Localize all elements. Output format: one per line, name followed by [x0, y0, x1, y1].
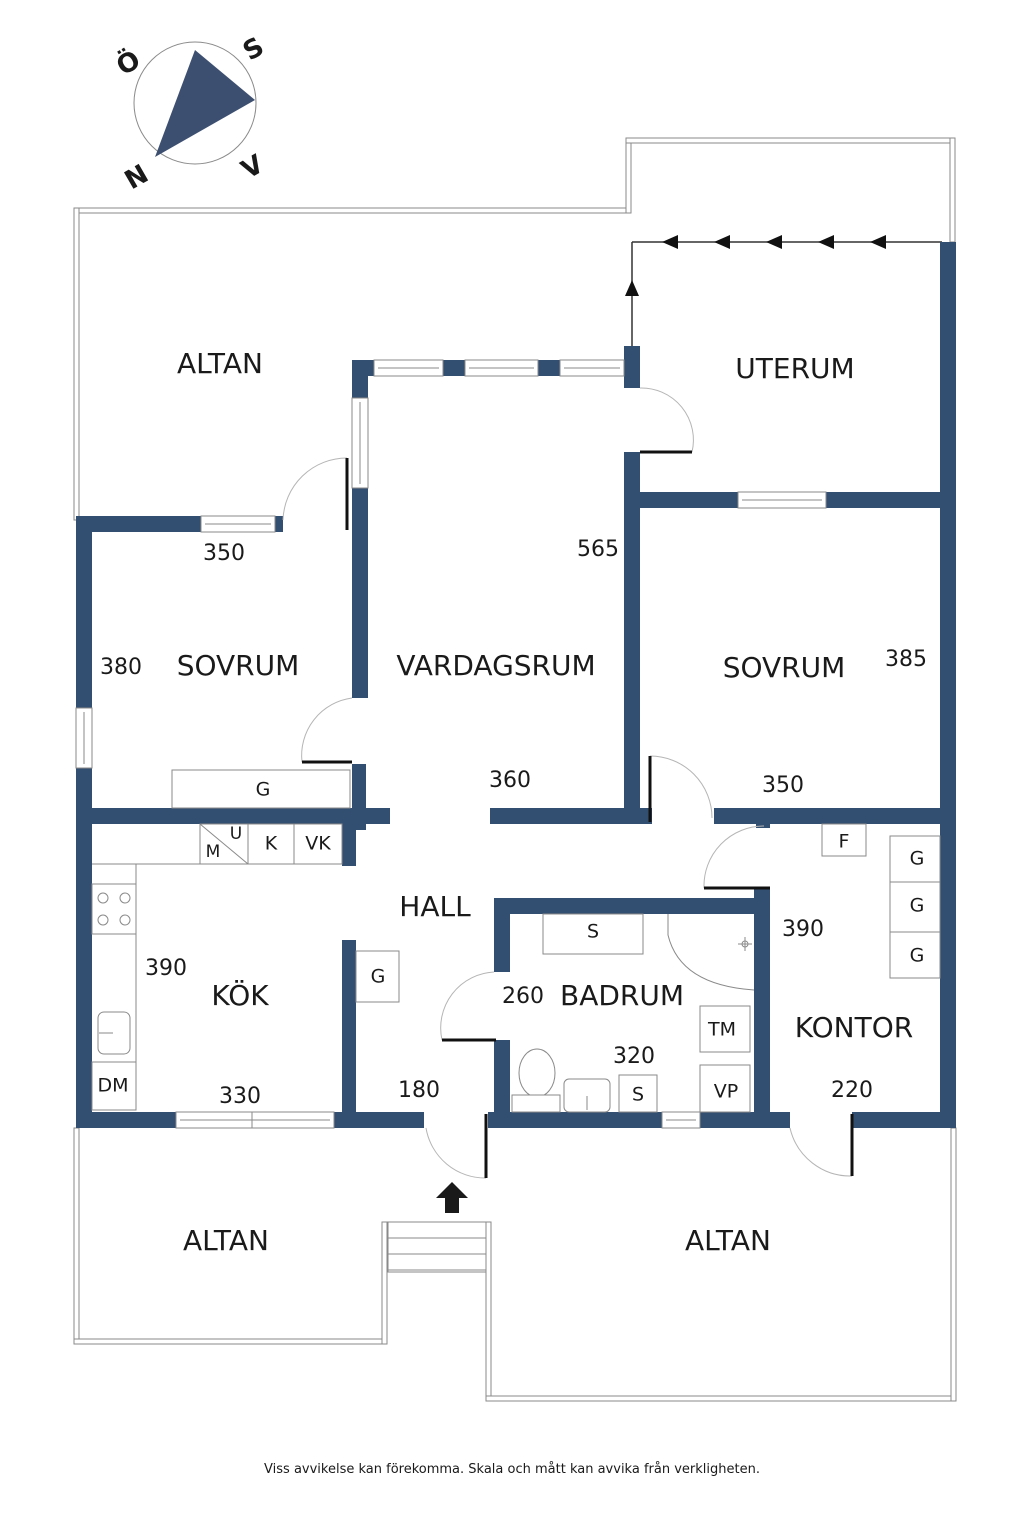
- entrance-stairs: [387, 1221, 487, 1273]
- railing-left-top: [73, 207, 80, 521]
- room-kontor: KONTOR: [795, 1011, 913, 1044]
- room-kok: KÖK: [211, 978, 269, 1012]
- badrum-cabinet-small-label: S: [632, 1084, 644, 1106]
- heat-pump-label: VP: [714, 1081, 738, 1103]
- room-altan-bottom-right: ALTAN: [685, 1224, 771, 1257]
- hall-wardrobe-label: G: [371, 966, 386, 988]
- windows: [75, 359, 827, 1129]
- fridge: [247, 823, 295, 865]
- room-altan-top: ALTAN: [177, 347, 263, 380]
- room-sovrum-left: SOVRUM: [177, 649, 300, 682]
- room-uterum: UTERUM: [735, 352, 854, 385]
- dim-kontor-width: 220: [831, 1078, 873, 1103]
- dim-sovrum-left-depth: 380: [100, 655, 142, 680]
- microwave-label: M: [206, 842, 221, 862]
- arrow-up-icon: [625, 280, 639, 296]
- room-altan-bottom-left: ALTAN: [183, 1224, 269, 1257]
- room-hall: HALL: [399, 890, 471, 923]
- compass: S Ö N V: [110, 32, 269, 196]
- wardrobe-label: G: [256, 779, 271, 801]
- walls: [76, 242, 956, 1128]
- dishwasher: [91, 1061, 137, 1111]
- water-heater: [293, 823, 343, 865]
- water-heater-label: VK: [305, 833, 331, 855]
- dim-kok-depth: 390: [145, 956, 187, 981]
- sink-icon: [97, 1011, 131, 1055]
- dim-vardagsrum-width: 360: [489, 768, 531, 793]
- room-labels: ALTAN UTERUM SOVRUM VARDAGSRUM SOVRUM HA…: [177, 347, 914, 1257]
- arrow-left-icon: [662, 235, 678, 249]
- railing-bottom-right: [485, 1395, 957, 1402]
- oven-label: U: [230, 824, 242, 844]
- dim-sovrum-right-depth: 385: [885, 647, 927, 672]
- kontor-f-label: F: [839, 831, 850, 853]
- compass-ring: [133, 41, 257, 165]
- room-badrum: BADRUM: [560, 979, 684, 1012]
- disclaimer-text: Viss avvikelse kan förekomma. Skala och …: [264, 1462, 760, 1477]
- room-sovrum-right: SOVRUM: [723, 651, 846, 684]
- washbasin-icon: [563, 1078, 611, 1113]
- compass-south-label: S: [238, 32, 269, 67]
- stove-icon: [91, 883, 137, 935]
- badrum-cabinet: [542, 913, 644, 955]
- railing-top-right: [625, 137, 955, 144]
- kontor-wardrobe: [889, 881, 941, 933]
- washing-machine-label: TM: [707, 1019, 736, 1041]
- railing-top: [73, 207, 631, 214]
- dim-kok-width: 330: [219, 1084, 261, 1109]
- compass-needle-icon: [155, 50, 255, 157]
- dim-sovrum-right-width: 350: [762, 773, 804, 798]
- badrum-cabinet-small: [618, 1074, 658, 1113]
- railing-stair-right: [485, 1221, 492, 1401]
- entrance-arrow-icon: [436, 1182, 468, 1213]
- railing-left-bottom: [73, 1127, 80, 1344]
- shower-icon: [667, 914, 755, 991]
- fixtures: G M U K VK DM G S TM VP: [91, 769, 941, 1113]
- doors: [282, 387, 854, 1179]
- washing-machine: [699, 1005, 751, 1053]
- compass-west-label: V: [237, 150, 269, 186]
- stairs: [387, 1221, 487, 1273]
- dim-sovrum-left-width: 350: [203, 541, 245, 566]
- toilet-icon: [518, 1048, 556, 1098]
- kontor-f: [821, 823, 867, 857]
- kontor-wardrobe-label: G: [910, 848, 925, 870]
- arrow-left-icon: [714, 235, 730, 249]
- dishwasher-label: DM: [97, 1075, 128, 1097]
- arrow-left-icon: [870, 235, 886, 249]
- dimension-labels: 350 380 565 360 385 350 390 330 180 260 …: [100, 537, 927, 1109]
- room-vardagsrum: VARDAGSRUM: [396, 649, 595, 682]
- compass-north-label: N: [120, 159, 154, 196]
- arrow-left-icon: [766, 235, 782, 249]
- kontor-wardrobe: [889, 835, 941, 883]
- heat-pump: [699, 1064, 751, 1113]
- railing-step: [625, 137, 632, 214]
- hall-wardrobe: [355, 950, 400, 1003]
- fridge-label: K: [265, 833, 278, 855]
- railing-bottom-left: [73, 1338, 387, 1345]
- badrum-cabinet-label: S: [587, 921, 599, 943]
- sliding-door-track: [625, 235, 942, 348]
- railing-right-top: [949, 137, 956, 243]
- arrow-left-icon: [818, 235, 834, 249]
- kontor-wardrobe-label: G: [910, 895, 925, 917]
- railing-right-bottom: [950, 1127, 957, 1402]
- railing-stair-left: [381, 1221, 388, 1345]
- dim-vardagsrum-depth: 565: [577, 537, 619, 562]
- dim-kontor-depth: 390: [782, 917, 824, 942]
- kontor-wardrobe: [889, 931, 941, 979]
- wardrobe: [171, 769, 351, 809]
- kontor-wardrobe-label: G: [910, 945, 925, 967]
- dim-badrum-width: 320: [613, 1044, 655, 1069]
- dim-hall-width: 180: [398, 1078, 440, 1103]
- dim-badrum-depth: 260: [502, 984, 544, 1009]
